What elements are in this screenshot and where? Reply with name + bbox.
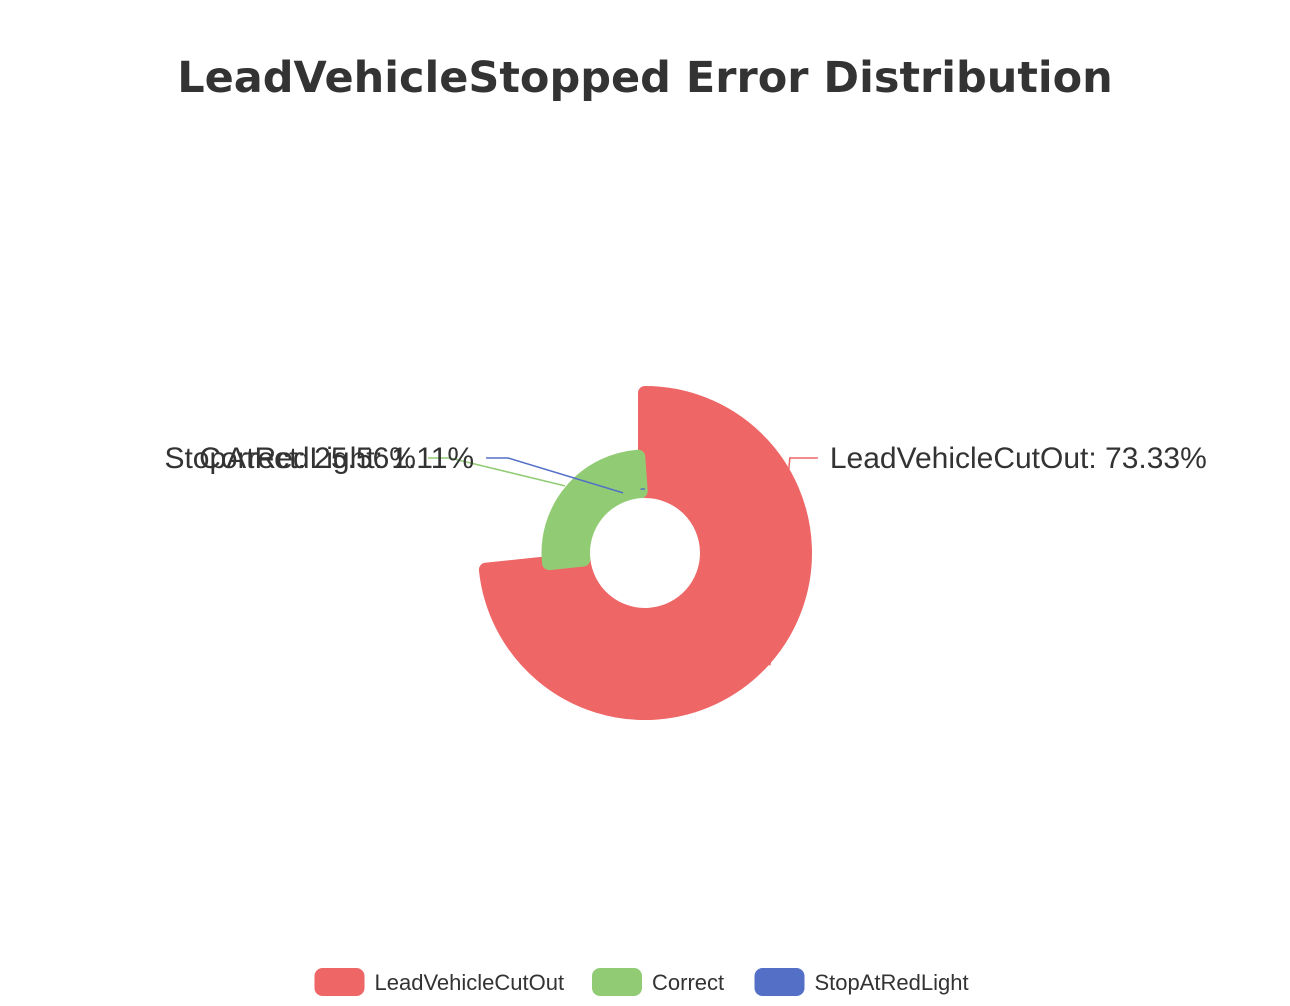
slice-label-stop-at-red-light: StopAtRedLight: 1.11%	[164, 442, 474, 475]
slice-label-correct: Correct: 25.56%	[199, 442, 416, 475]
slices-group	[478, 386, 812, 720]
legend-item-stop-at-red-light[interactable]: StopAtRedLight	[754, 968, 969, 996]
slice-labels-group: LeadVehicleCutOut: 73.33% Correct: 25.56%…	[164, 442, 1206, 475]
legend-swatch-lead-vehicle-cut-out	[314, 968, 365, 996]
legend-swatch-correct	[592, 968, 642, 996]
leader-line-stop-at-red-light	[486, 457, 624, 494]
leader-line-lead-vehicle-cut-out	[769, 457, 818, 666]
legend-label-lead-vehicle-cut-out: LeadVehicleCutOut	[375, 970, 565, 995]
legend-item-lead-vehicle-cut-out[interactable]: LeadVehicleCutOut	[314, 968, 565, 996]
slice-lead-vehicle-cut-out[interactable]	[478, 386, 812, 720]
legend-label-stop-at-red-light: StopAtRedLight	[815, 970, 969, 995]
legend-label-correct: Correct	[652, 970, 724, 995]
chart-title: LeadVehicleStopped Error Distribution	[177, 53, 1113, 103]
slice-label-lead-vehicle-cut-out: LeadVehicleCutOut: 73.33%	[830, 442, 1207, 475]
leader-line-correct	[427, 457, 566, 487]
legend: LeadVehicleCutOut Correct StopAtRedLight	[314, 968, 969, 996]
label-leaders-group	[427, 457, 818, 666]
legend-item-correct[interactable]: Correct	[592, 968, 724, 996]
slice-correct[interactable]	[541, 449, 648, 571]
legend-swatch-stop-at-red-light	[754, 968, 805, 996]
